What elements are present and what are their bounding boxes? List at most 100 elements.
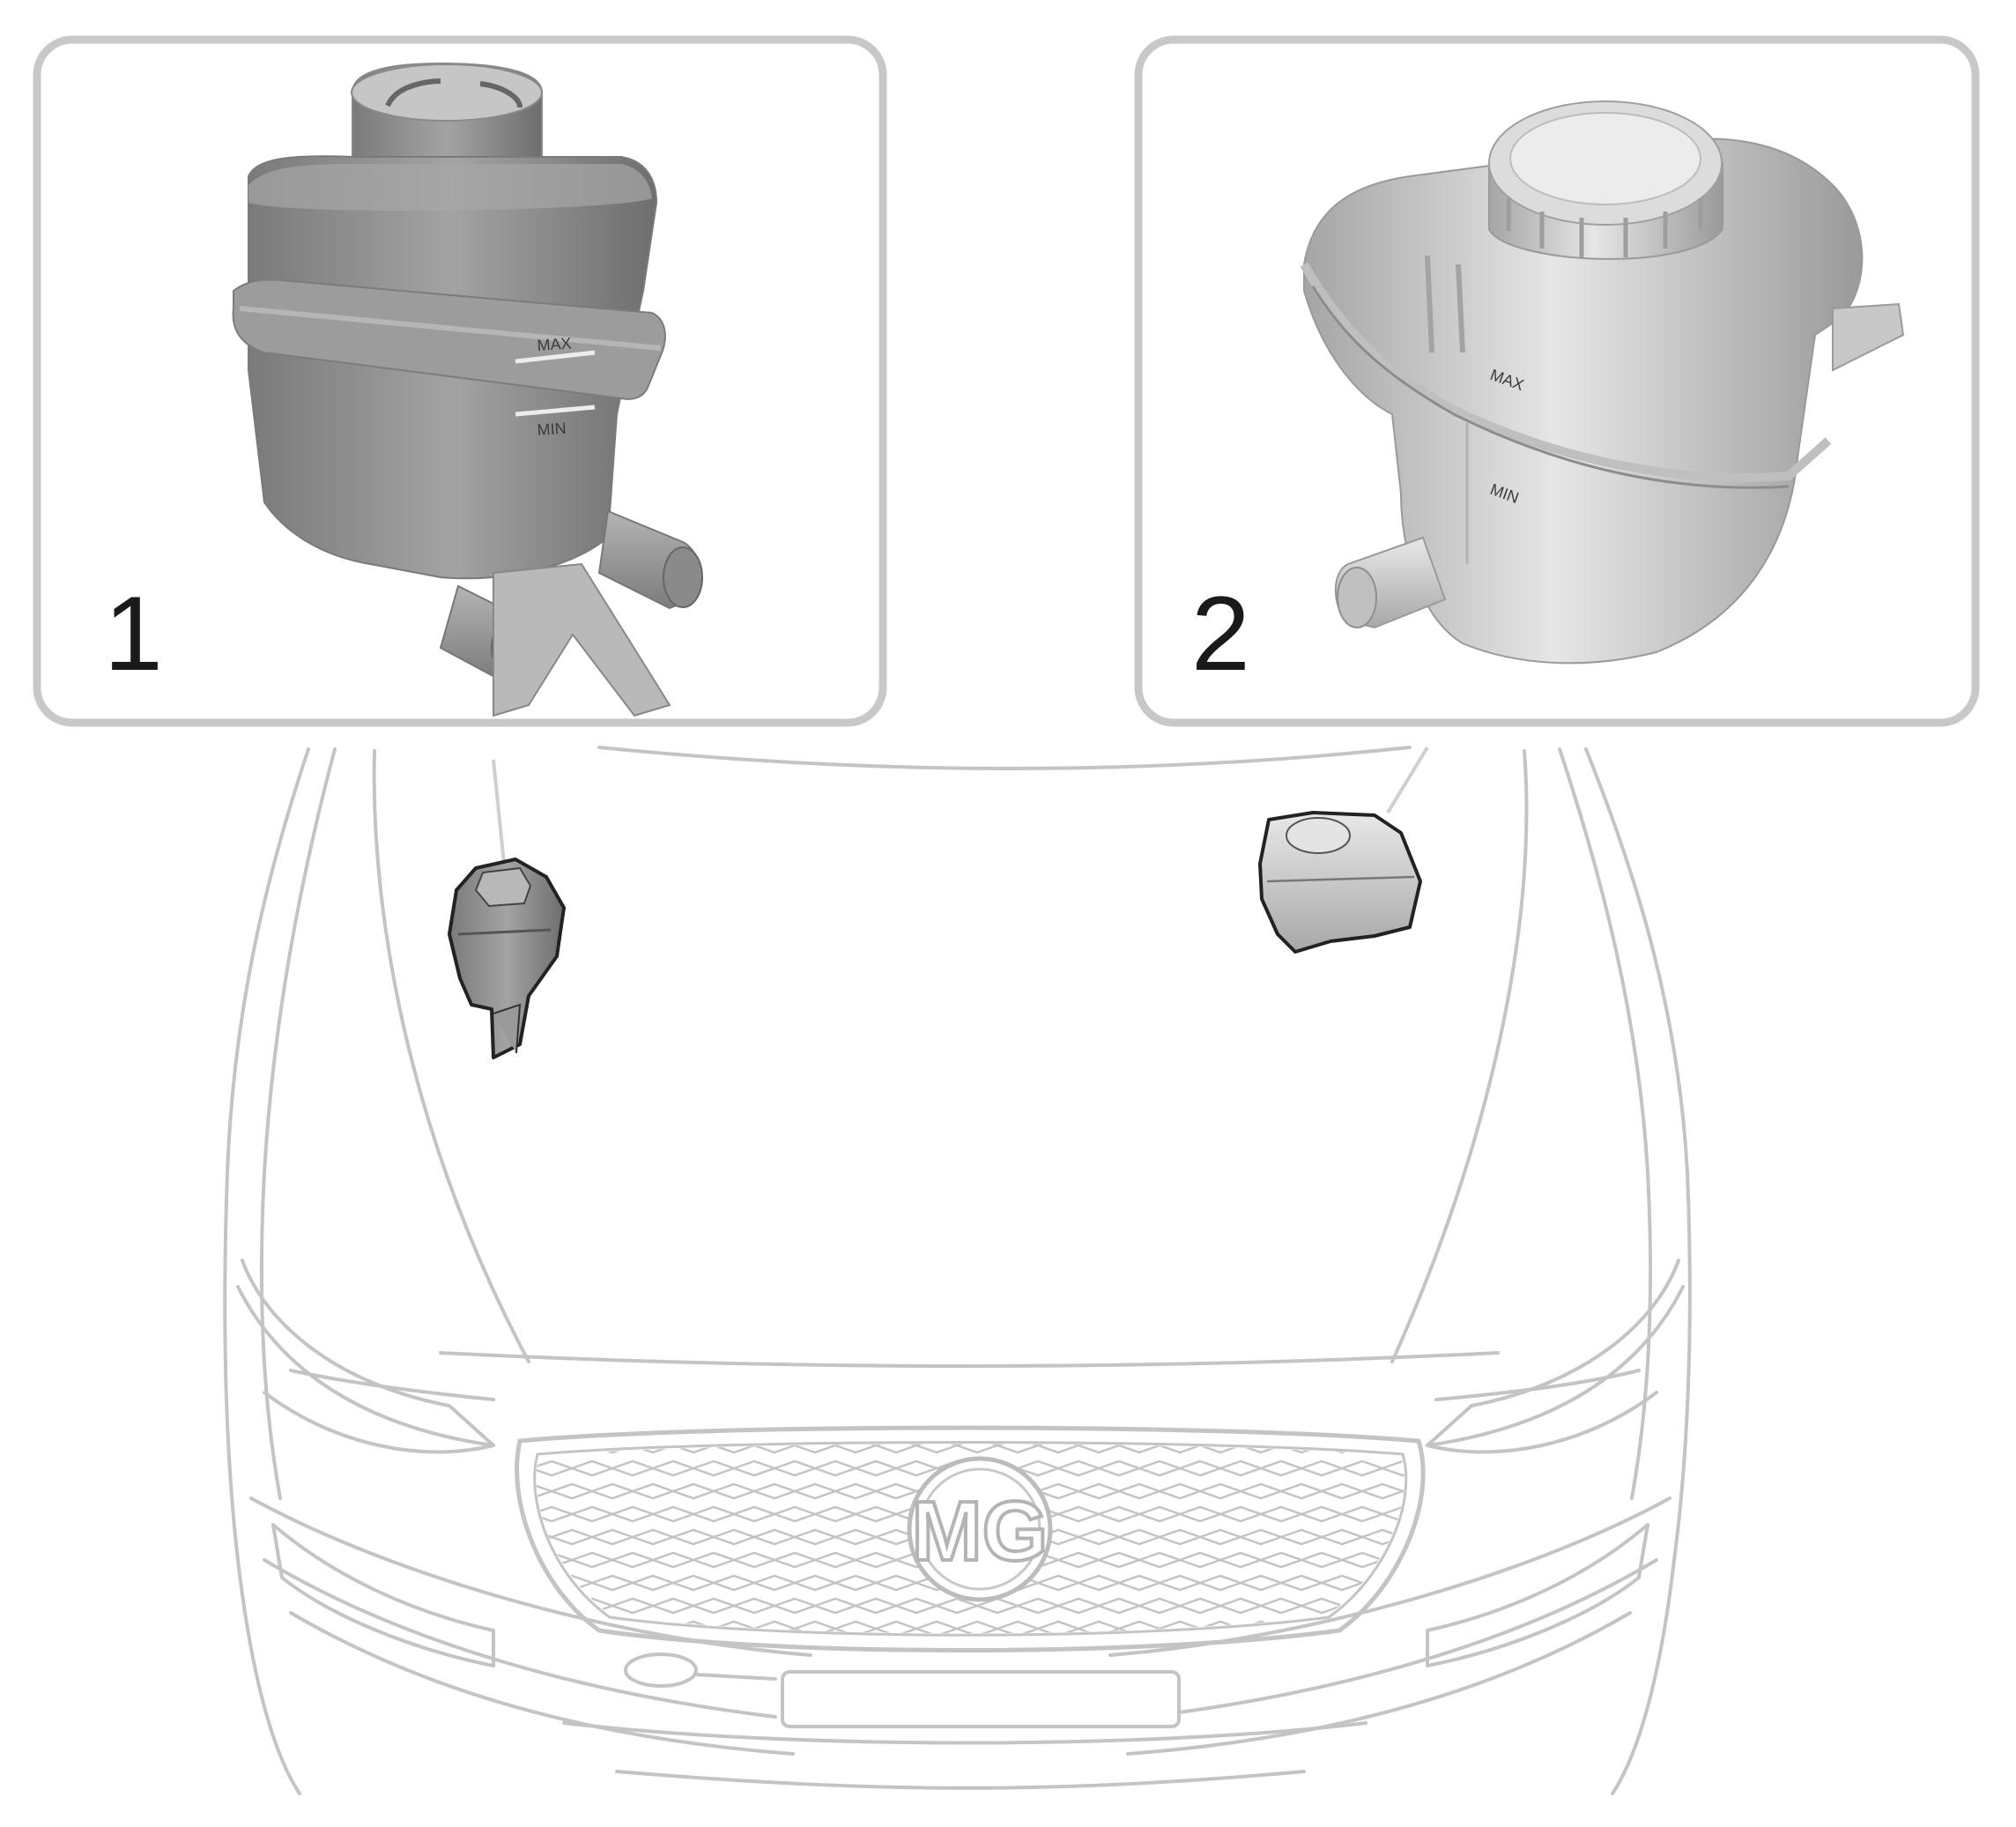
grille-cell	[812, 1597, 859, 1615]
grille-cell	[1197, 1482, 1244, 1500]
grille-cell	[1055, 1505, 1102, 1523]
leader-lines	[492, 746, 1429, 865]
grille-cell	[872, 1574, 920, 1592]
grille-cell	[771, 1551, 819, 1569]
grille-cell	[536, 1574, 555, 1592]
grille-cell	[1298, 1505, 1345, 1523]
grille-cell	[1115, 1444, 1163, 1454]
grille-cell	[1423, 1553, 1464, 1567]
grille-cell	[953, 1620, 1001, 1634]
reservoir-2: MAX MIN	[1300, 100, 1905, 665]
grille-cell	[1278, 1574, 1325, 1592]
grille-cell	[1338, 1459, 1386, 1477]
grille-cell	[1136, 1459, 1183, 1477]
grille-cell	[1095, 1505, 1143, 1523]
grille-cell	[1318, 1528, 1366, 1546]
grille-cell	[1338, 1505, 1386, 1523]
grille-cell	[690, 1505, 737, 1523]
grille-cell	[1359, 1620, 1405, 1634]
grille-cell	[1359, 1528, 1405, 1546]
grille-cell	[771, 1459, 819, 1477]
grille-cell	[629, 1574, 677, 1592]
grille-cell	[1399, 1574, 1405, 1592]
grille-cell	[670, 1574, 717, 1592]
grille-cell	[536, 1620, 555, 1634]
grille-cell	[1176, 1505, 1224, 1523]
grille-cell	[629, 1482, 677, 1500]
grille-cell	[1014, 1597, 1062, 1615]
grille-cell	[1115, 1528, 1163, 1546]
grille-cell	[751, 1528, 798, 1546]
grille-cell	[832, 1444, 879, 1454]
grille-cell	[670, 1528, 717, 1546]
grille-cell	[852, 1551, 900, 1569]
grille-cell	[1318, 1574, 1366, 1592]
grille-cell	[1257, 1505, 1305, 1523]
grille-cell	[1359, 1482, 1405, 1500]
grille-cell	[730, 1505, 778, 1523]
grille-cell	[1237, 1528, 1285, 1546]
grille-cell	[1257, 1551, 1305, 1569]
grille-cell	[649, 1551, 697, 1569]
grille-cell	[1176, 1597, 1224, 1615]
grille-cell	[1176, 1551, 1224, 1569]
grille-cell	[710, 1528, 758, 1546]
grille-cell	[1298, 1551, 1345, 1569]
mg-badge: MG	[907, 1456, 1053, 1602]
grille-cell	[1075, 1444, 1123, 1454]
grille-cell	[852, 1505, 900, 1523]
grille-cell	[670, 1482, 717, 1500]
front-grille	[515, 1425, 1484, 1659]
reservoir-1-min-label: MIN	[537, 420, 567, 439]
grille-cell	[730, 1551, 778, 1569]
grille-cell	[1443, 1484, 1484, 1498]
callout-number-1: 1	[104, 575, 163, 693]
grille-cell	[1257, 1597, 1305, 1615]
grille-cell	[751, 1620, 798, 1634]
reservoir-1: MAX MIN	[232, 62, 703, 717]
grille-cell	[1237, 1574, 1285, 1592]
grille-cell	[1055, 1459, 1102, 1477]
grille-cell	[1423, 1599, 1464, 1613]
grille-cell	[1261, 1645, 1301, 1659]
callout-2: MAX MIN 2	[1134, 35, 1980, 727]
grille-cell	[1156, 1574, 1204, 1592]
grille-cell	[852, 1459, 900, 1477]
grille-cell	[609, 1459, 656, 1477]
grille-cell	[536, 1459, 575, 1477]
grille-cell	[609, 1505, 656, 1523]
grille-cell	[589, 1482, 636, 1500]
reservoir-1-max-label: MAX	[537, 334, 572, 354]
grille-cell	[1382, 1645, 1423, 1659]
grille-cell	[649, 1597, 697, 1615]
grille-cell	[589, 1574, 636, 1592]
grille-cell	[1342, 1645, 1382, 1659]
grille-cell	[1237, 1482, 1285, 1500]
grille-cell	[1217, 1597, 1264, 1615]
grille-cell	[589, 1528, 636, 1546]
grille-cell	[1136, 1505, 1183, 1523]
grille-cell	[1115, 1620, 1163, 1634]
grille-cell	[751, 1482, 798, 1500]
grille-cell	[812, 1459, 859, 1477]
grille-cell	[1095, 1597, 1143, 1615]
grille-cell	[568, 1505, 616, 1523]
grille-cell	[1115, 1482, 1163, 1500]
grille-cell	[1136, 1551, 1183, 1569]
small-reservoir-1	[448, 858, 566, 1059]
grille-cell	[1257, 1459, 1305, 1477]
grille-cell	[1278, 1528, 1325, 1546]
grille-cell	[730, 1597, 778, 1615]
callout-number-2: 2	[1191, 575, 1250, 693]
grille-cell	[852, 1597, 900, 1615]
grille-cell	[1156, 1482, 1204, 1500]
car-front-outline	[223, 746, 1692, 1795]
grille-cell	[1379, 1505, 1405, 1523]
grille-cell	[751, 1574, 798, 1592]
grille-cell	[771, 1597, 819, 1615]
grille-cell	[893, 1459, 940, 1477]
grille-cell	[609, 1597, 656, 1615]
grille-cell	[872, 1482, 920, 1500]
grille-cell	[1055, 1597, 1102, 1615]
